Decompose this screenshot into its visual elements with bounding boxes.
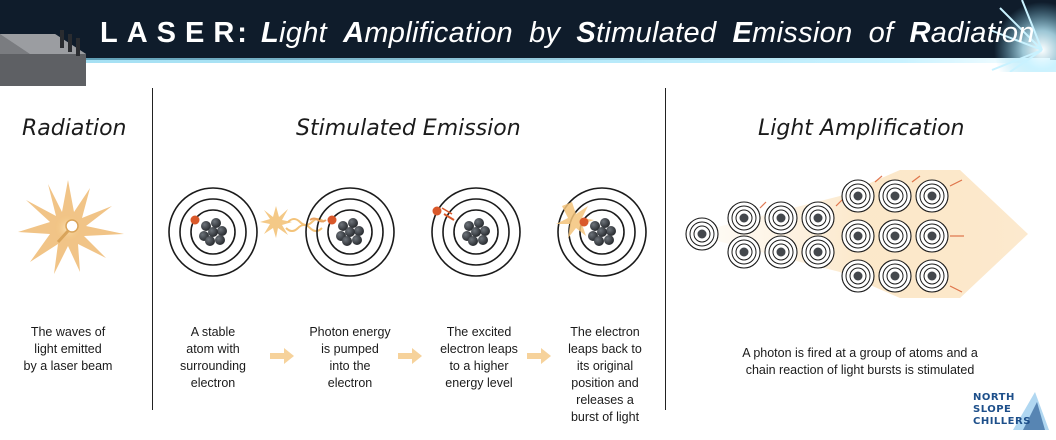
title-word: Light <box>261 17 328 49</box>
title-word: by <box>529 17 561 49</box>
logo-line: CHILLERS <box>973 416 1031 427</box>
atom-pumped <box>306 188 394 276</box>
logo-line: SLOPE <box>973 404 1012 415</box>
header-banner <box>0 0 1056 72</box>
radiation-burst-icon <box>18 180 124 274</box>
caption-step-pumped: Photon energy is pumped into the electro… <box>309 325 391 390</box>
title-word: Radiation <box>909 17 1035 49</box>
title-separator: : <box>237 17 247 49</box>
section-title-radiation: Radiation <box>22 116 127 141</box>
section-title-light-amplification: Light Amplification <box>758 116 965 141</box>
atom-release <box>556 188 646 276</box>
amplification-rays <box>759 175 964 293</box>
atom-excited <box>432 188 520 276</box>
photon-burst-icon <box>260 206 292 238</box>
section-title-stimulated-emission: Stimulated Emission <box>296 116 521 141</box>
title-acronym: LASER <box>100 17 244 49</box>
caption-step-excited: The excited electron leaps to a higher e… <box>440 325 518 390</box>
arrow-right-icon <box>270 348 294 364</box>
caption-step-release: The electron leaps back to its original … <box>568 325 642 424</box>
page-title: LASER: Light Amplification by Stimulated… <box>100 16 1043 50</box>
logo-mountain-icon <box>1013 392 1049 430</box>
title-word: of <box>868 17 894 49</box>
caption-radiation: The waves of light emitted by a laser be… <box>23 325 113 373</box>
banner-graphic <box>0 0 1056 72</box>
caption-step-stable: A stable atom with surrounding electron <box>179 325 246 390</box>
logo-line: NORTH <box>973 392 1015 403</box>
title-word: Stimulated <box>576 17 717 49</box>
title-word: Amplification <box>343 17 513 49</box>
atom-stable <box>169 188 257 276</box>
divider-right <box>665 88 666 410</box>
laser-device-icon <box>0 8 110 90</box>
north-slope-chillers-logo: NORTH SLOPE CHILLERS <box>973 390 1053 434</box>
divider-left <box>152 88 153 410</box>
title-word: Emission <box>732 17 853 49</box>
caption-light-amplification: A photon is fired at a group of atoms an… <box>742 346 978 377</box>
